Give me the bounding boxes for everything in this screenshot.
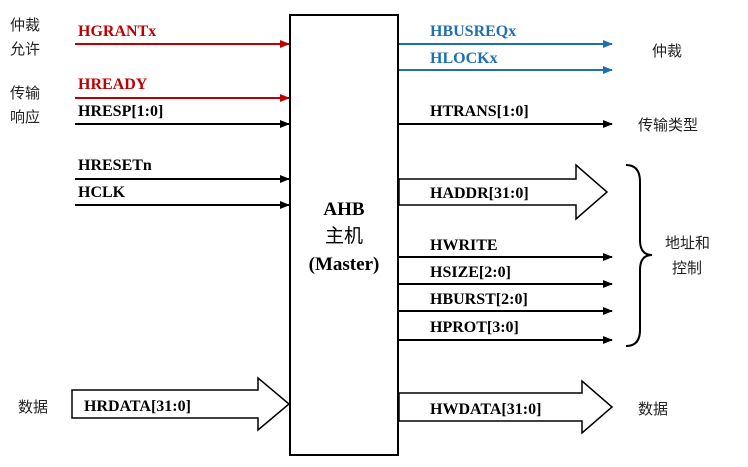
arrow-hrdata <box>71 376 291 432</box>
signal-hresp: HRESP[1:0] <box>78 103 163 120</box>
label-right-arbitration: 仲裁 <box>652 42 682 60</box>
label-transfer-type: 传输类型 <box>638 116 698 134</box>
label-arb-grant-2: 允许 <box>10 40 40 58</box>
label-right-data: 数据 <box>638 400 668 418</box>
master-role: (Master) <box>309 254 380 275</box>
arrow-hwdata <box>398 379 614 435</box>
signal-hwdata: HWDATA[31:0] <box>430 401 541 418</box>
signal-hresetn: HRESETn <box>78 157 152 174</box>
signal-hprot: HPROT[3:0] <box>430 319 519 336</box>
signal-hclk: HCLK <box>78 184 126 201</box>
signal-hrdata: HRDATA[31:0] <box>84 398 191 415</box>
signal-htrans: HTRANS[1:0] <box>430 103 529 120</box>
label-left-data: 数据 <box>18 398 48 416</box>
signal-hgrantx: HGRANTx <box>78 23 156 40</box>
label-addr-ctrl-2: 控制 <box>672 259 702 277</box>
signal-hburst: HBURST[2:0] <box>430 291 528 308</box>
label-transfer-resp-2: 响应 <box>10 108 40 126</box>
label-addr-ctrl-1: 地址和 <box>665 234 710 252</box>
signal-hsize: HSIZE[2:0] <box>430 264 511 281</box>
arrow-haddr <box>398 163 609 221</box>
signal-hready: HREADY <box>78 76 148 93</box>
master-subtitle: 主机 <box>325 225 363 247</box>
label-transfer-resp-1: 传输 <box>10 84 40 102</box>
signal-hwrite: HWRITE <box>430 237 498 254</box>
master-box <box>289 14 399 456</box>
address-control-brace <box>625 164 653 347</box>
master-title: AHB <box>323 199 365 220</box>
label-arb-grant-1: 仲裁 <box>10 16 40 34</box>
signal-hlockx: HLOCKx <box>430 50 498 67</box>
signal-hbusreqx: HBUSREQx <box>430 23 516 40</box>
signal-haddr: HADDR[31:0] <box>430 185 529 202</box>
